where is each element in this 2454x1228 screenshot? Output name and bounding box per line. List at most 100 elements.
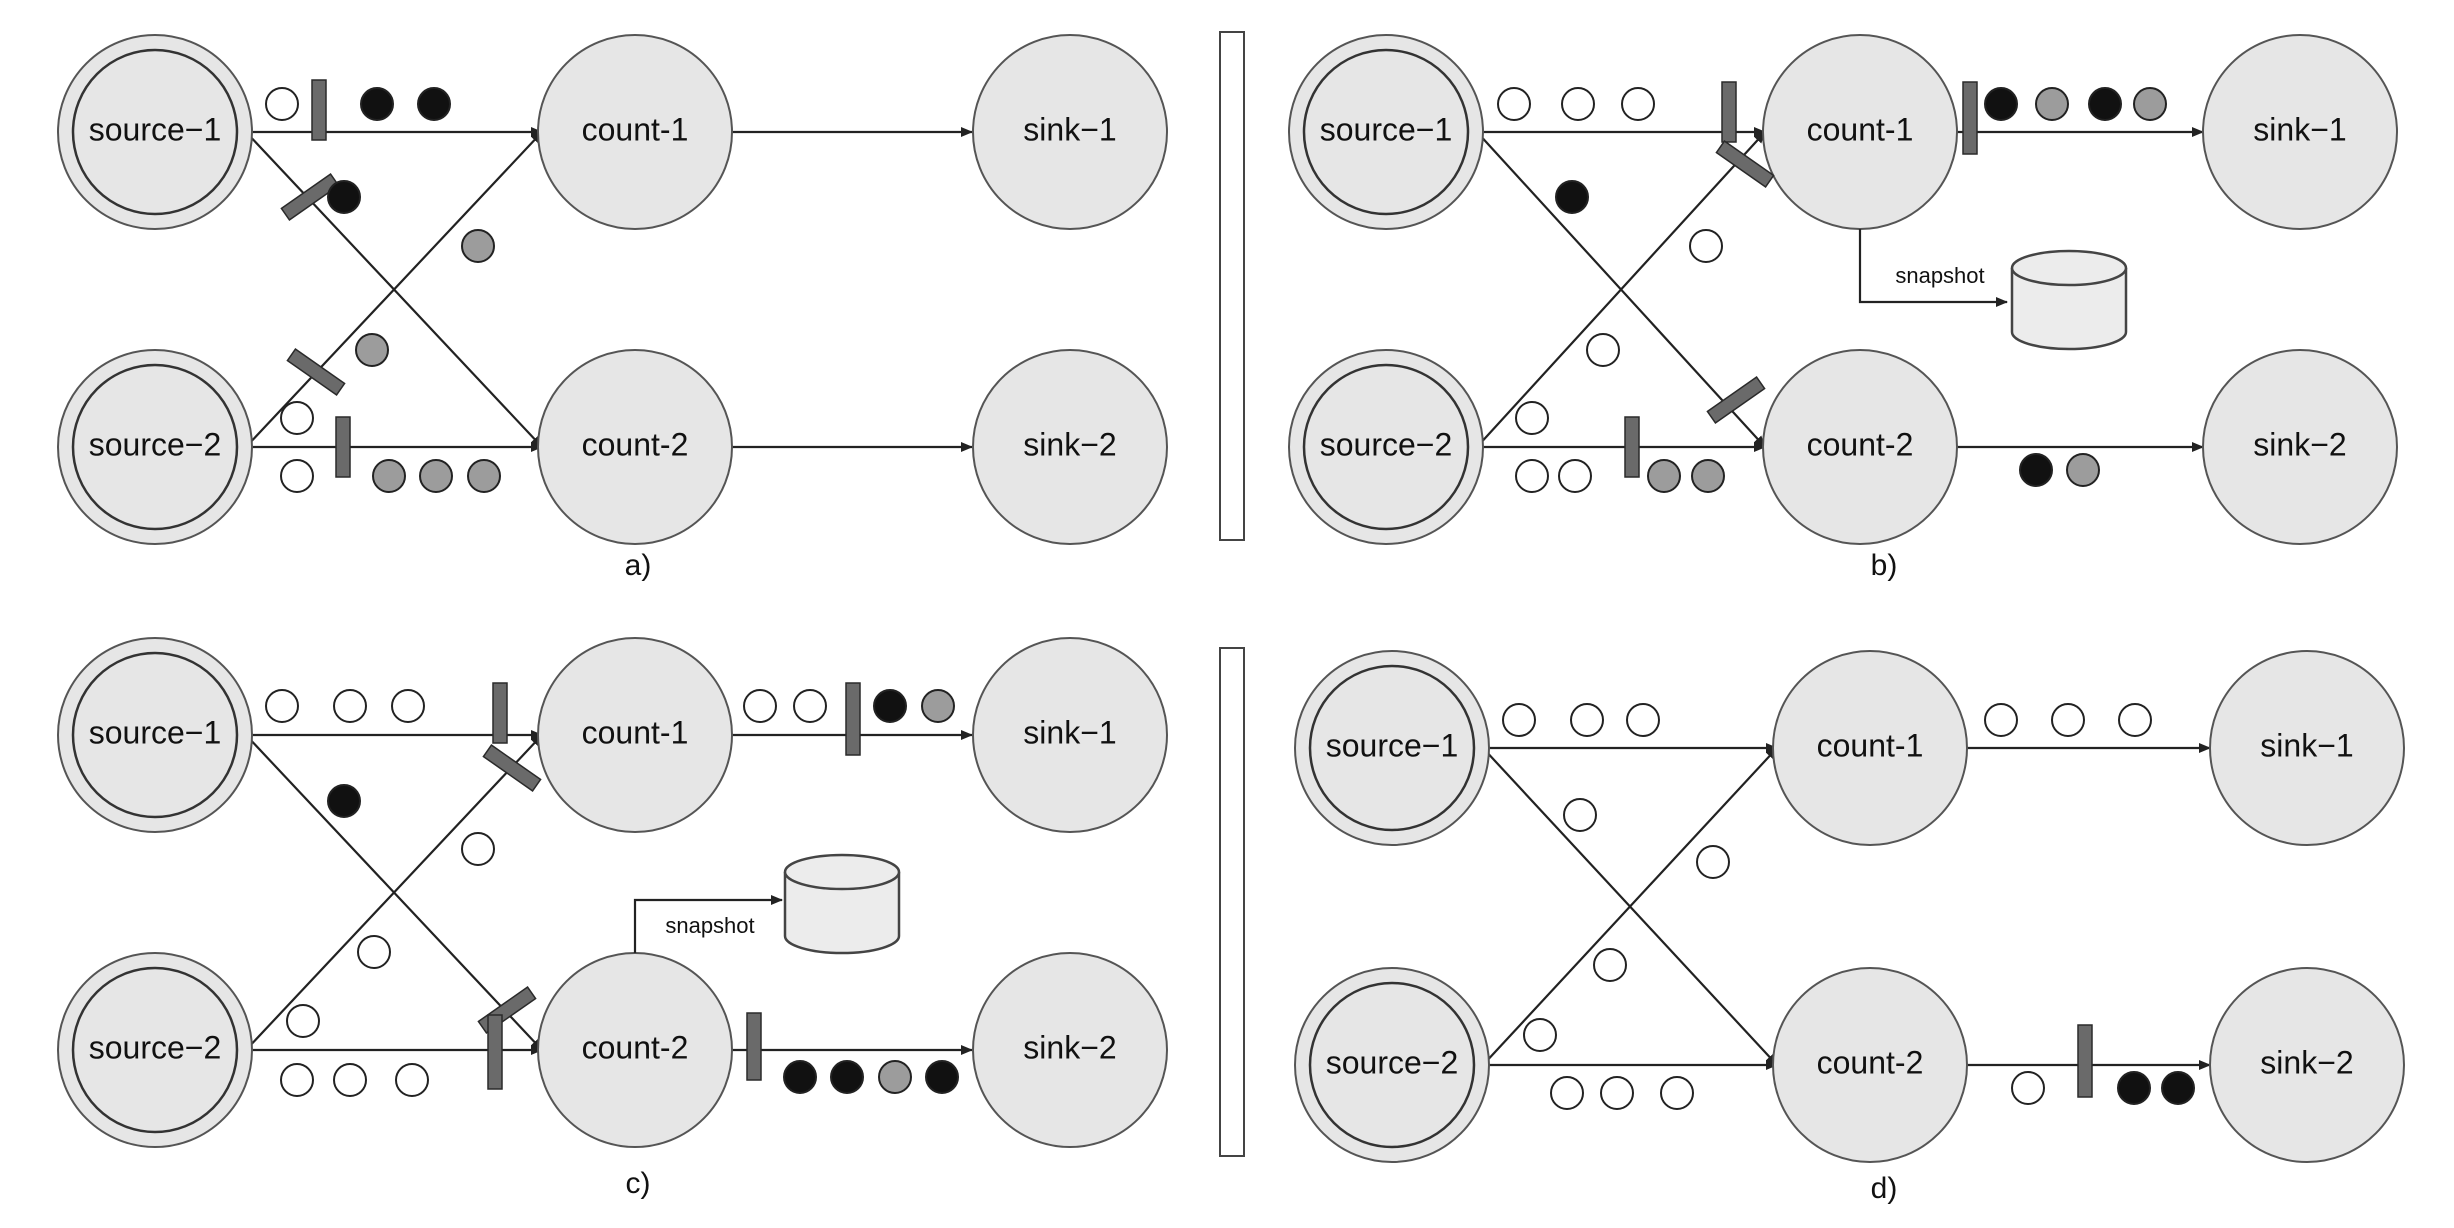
sink-node-shape <box>972 34 1168 230</box>
edges <box>245 127 973 452</box>
node-sink-1: sink−1 <box>972 34 1168 230</box>
node-sink-1: sink−1 <box>972 637 1168 833</box>
node-sink-1: sink−1 <box>2202 34 2398 230</box>
node-count-1: count-1 <box>1762 34 1958 230</box>
checkpoint-barrier <box>286 348 346 396</box>
record-black <box>2161 1071 2195 1105</box>
record-white <box>461 832 495 866</box>
record-white <box>1558 459 1592 493</box>
node-label: count-2 <box>582 1029 689 1065</box>
node-count-2: count-2 <box>537 349 733 545</box>
panel-label: c) <box>626 1167 651 1200</box>
node-count-2: count-2 <box>1762 349 1958 545</box>
record-gray <box>1691 459 1725 493</box>
record-white <box>280 459 314 493</box>
count-node-shape <box>1772 650 1968 846</box>
snapshot-connector <box>1858 229 2008 307</box>
checkpoint-barrier <box>1624 416 1640 478</box>
sink-node-shape <box>2202 349 2398 545</box>
record-white <box>395 1063 429 1097</box>
record-white <box>1593 948 1627 982</box>
record-white <box>743 689 777 723</box>
record-gray <box>2035 87 2069 121</box>
record-white <box>1515 459 1549 493</box>
source-node-inner-ring <box>71 966 239 1134</box>
record-white <box>265 87 299 121</box>
checkpoint-barrier <box>845 682 861 756</box>
checkpoint-barrier <box>492 682 508 744</box>
checkpoint-barrier <box>1706 376 1766 424</box>
node-source-1: source−1 <box>1288 34 1484 230</box>
record-white <box>1570 703 1604 737</box>
record-white <box>1586 333 1620 367</box>
record-black <box>2088 87 2122 121</box>
record-white <box>333 689 367 723</box>
snapshot-label: snapshot <box>665 913 754 938</box>
checkpoint-barrier <box>746 1012 762 1081</box>
record-black <box>1984 87 2018 121</box>
node-label: count-2 <box>582 426 689 462</box>
record-gray <box>921 689 955 723</box>
record-gray <box>467 459 501 493</box>
record-gray <box>2066 453 2100 487</box>
records <box>1502 703 2195 1110</box>
panel-label: d) <box>1871 1172 1898 1205</box>
node-count-2: count-2 <box>537 952 733 1148</box>
node-label: sink−2 <box>2260 1044 2353 1080</box>
record-gray <box>372 459 406 493</box>
node-label: sink−1 <box>2253 111 2346 147</box>
node-label: source−2 <box>1320 426 1453 462</box>
panel-c: source−1 source−2 count-1 count-2 sink−1… <box>57 637 1168 1200</box>
node-label: sink−2 <box>1023 426 1116 462</box>
node-label: source−1 <box>1326 727 1459 763</box>
node-source-2: source−2 <box>1294 967 1490 1163</box>
snapshot-connector <box>633 895 783 953</box>
node-label: count-2 <box>1817 1044 1924 1080</box>
edge-source2-count1 <box>245 734 543 1051</box>
source-node-inner-ring <box>71 651 239 819</box>
record-gray <box>2133 87 2167 121</box>
checkpoint-barrier <box>280 173 340 221</box>
count-node-shape <box>1762 349 1958 545</box>
checkpoint-barrier <box>1721 81 1737 143</box>
record-white <box>280 401 314 435</box>
record-white <box>333 1063 367 1097</box>
source-node-inner-ring <box>1308 981 1476 1149</box>
record-white <box>1600 1076 1634 1110</box>
record-white <box>1626 703 1660 737</box>
node-label: sink−1 <box>1023 111 1116 147</box>
source-node-shape <box>1294 650 1490 846</box>
edges <box>1476 127 2204 452</box>
node-label: count-1 <box>582 111 689 147</box>
record-white <box>265 689 299 723</box>
panel-divider <box>1219 647 1245 1157</box>
checkpoint-barrier <box>477 986 537 1034</box>
node-source-2: source−2 <box>1288 349 1484 545</box>
panel-label: b) <box>1871 549 1898 582</box>
source-node-shape <box>1288 349 1484 545</box>
source-node-shape <box>1294 967 1490 1163</box>
sink-node-shape <box>972 952 1168 1148</box>
sink-node-shape <box>2209 967 2405 1163</box>
source-node-inner-ring <box>71 48 239 216</box>
node-label: source−2 <box>89 1029 222 1065</box>
checkpoint-barrier <box>2077 1024 2093 1098</box>
count-node-shape <box>537 349 733 545</box>
node-label: sink−2 <box>2253 426 2346 462</box>
source-node-inner-ring <box>1308 664 1476 832</box>
sink-node-shape <box>2202 34 2398 230</box>
node-source-2: source−2 <box>57 952 253 1148</box>
snapshot-database-icon <box>2010 249 2128 351</box>
panel-d: source−1 source−2 count-1 count-2 sink−1… <box>1294 650 2405 1205</box>
edge-source2-count1 <box>245 131 543 448</box>
node-count-1: count-1 <box>537 637 733 833</box>
record-gray <box>355 333 389 367</box>
source-node-inner-ring <box>71 363 239 531</box>
count-node-shape <box>1772 967 1968 1163</box>
source-node-shape <box>57 637 253 833</box>
record-white <box>1696 845 1730 879</box>
node-sink-2: sink−2 <box>2209 967 2405 1163</box>
checkpoint-barrier <box>1962 81 1978 155</box>
record-black <box>1555 180 1589 214</box>
